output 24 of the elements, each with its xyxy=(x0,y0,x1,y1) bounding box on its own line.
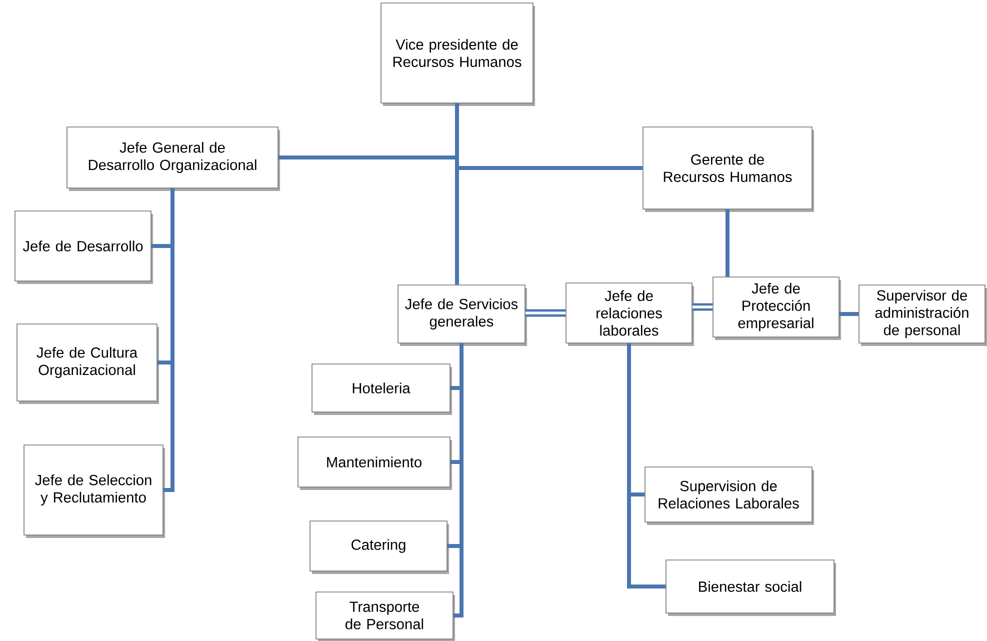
org-box: Bienestar social xyxy=(666,560,836,616)
org-box: Jefe General de Desarrollo Organizacional xyxy=(66,126,280,191)
connector-line xyxy=(455,103,459,285)
org-box: Jefe de Seleccion y Reclutamiento xyxy=(24,444,165,538)
org-box: Jefe de Servicios generales xyxy=(398,284,527,346)
connector-line xyxy=(525,309,566,317)
org-box: Jefe de Desarrollo xyxy=(14,210,153,284)
org-box: Vice presidente de Recursos Humanos xyxy=(380,2,535,106)
connector-line xyxy=(692,303,713,311)
org-box: Supervision de Relaciones Laborales xyxy=(644,466,814,525)
org-box: Mantenimiento xyxy=(298,436,452,490)
connector-line xyxy=(839,312,859,316)
org-box: Catering xyxy=(310,520,449,574)
org-box: Jefe de relaciones laborales xyxy=(566,282,694,346)
org-box: Gerente de Recursos Humanos xyxy=(642,126,814,212)
connector-line xyxy=(627,343,666,588)
org-box: Supervisor de administración de personal xyxy=(858,284,987,346)
connector-line xyxy=(726,209,730,277)
connector-line xyxy=(453,343,464,618)
org-box: Jefe de Protección empresarial xyxy=(712,276,841,340)
org-box: Transporte de Personal xyxy=(316,592,455,641)
connector-line xyxy=(163,188,174,492)
org-box: Jefe de Cultura Organizacional xyxy=(16,324,159,404)
org-box: Hoteleria xyxy=(312,364,452,415)
